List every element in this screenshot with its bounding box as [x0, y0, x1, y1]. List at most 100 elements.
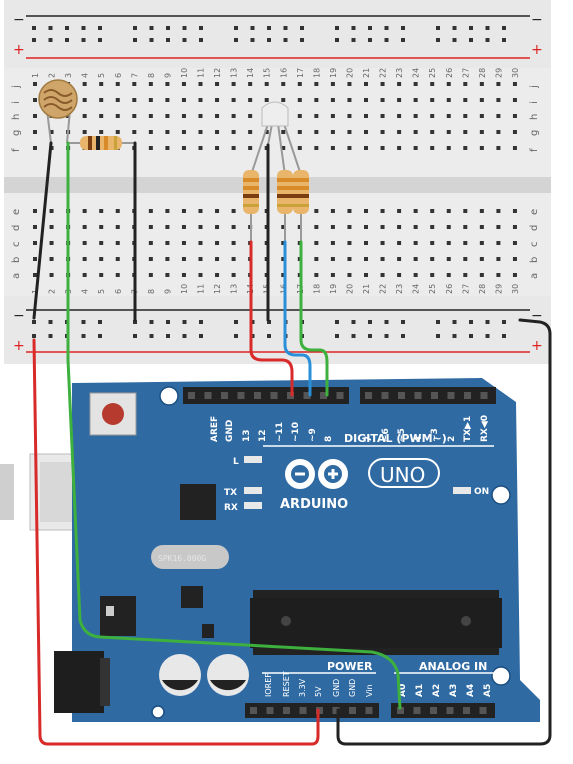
digital-pin-hole[interactable] — [270, 392, 278, 399]
digital-pin-hole[interactable] — [480, 392, 488, 399]
breadboard-hole — [198, 98, 203, 102]
breadboard-hole — [364, 146, 368, 150]
breadboard-hole — [314, 82, 319, 86]
power-pin-hole[interactable] — [299, 707, 307, 714]
rail-hole — [48, 26, 53, 30]
breadboard-hole — [33, 146, 37, 150]
analog-pin-hole[interactable] — [413, 707, 421, 714]
wire-green-pin9[interactable] — [299, 240, 329, 397]
breadboard-hole — [33, 241, 37, 245]
breadboard-hole — [446, 257, 451, 261]
column-number-bottom: 27 — [461, 284, 470, 294]
breadboard-hole — [198, 225, 203, 229]
power-pin-hole[interactable] — [266, 707, 274, 714]
breadboard-hole — [231, 98, 236, 102]
column-number-top: 7 — [130, 73, 139, 78]
resistor-red — [243, 170, 259, 242]
breadboard-hole — [446, 225, 451, 229]
analog-pin-hole[interactable] — [430, 707, 437, 714]
breadboard-hole — [99, 114, 104, 118]
rail-hole — [502, 320, 506, 324]
wire-red-pin11[interactable] — [249, 240, 294, 397]
led-on-label: ON — [474, 487, 489, 497]
breadboard-hole — [281, 82, 286, 86]
analog-pin-hole[interactable] — [446, 707, 454, 714]
wire-green-a0[interactable] — [66, 141, 402, 710]
rail-hole — [234, 38, 238, 42]
breadboard-hole — [215, 130, 220, 134]
analog-pin-hole[interactable] — [479, 707, 487, 714]
breadboard-hole — [165, 241, 170, 245]
digital-pin-hole[interactable] — [204, 392, 212, 399]
digital-pin-hole[interactable] — [221, 392, 228, 399]
rail-hole — [98, 26, 102, 30]
power-jack — [54, 651, 104, 713]
column-number-bottom: 21 — [362, 284, 371, 294]
digital-pin-hole[interactable] — [320, 392, 327, 399]
column-number-top: 8 — [147, 73, 156, 78]
row-label-left: f — [11, 148, 22, 152]
digital-pin-hole[interactable] — [447, 392, 455, 399]
digital-pin-hole[interactable] — [464, 392, 471, 399]
breadboard-hole — [215, 209, 220, 213]
digital-pin-hole[interactable] — [398, 392, 405, 399]
breadboard-hole — [330, 257, 335, 261]
power-pin-hole[interactable] — [365, 707, 373, 714]
digital-pin-hole[interactable] — [381, 392, 389, 399]
wire-black-ldr-gnd[interactable] — [32, 141, 53, 320]
digital-pin-hole[interactable] — [431, 392, 438, 399]
breadboard-hole — [198, 146, 203, 150]
breadboard-hole — [330, 209, 335, 213]
digital-pin-hole[interactable] — [237, 392, 245, 399]
digital-pin-hole[interactable] — [336, 392, 344, 399]
power-pin-hole[interactable] — [332, 707, 340, 714]
digital-pin-hole[interactable] — [303, 392, 311, 399]
digital-pin-label: ~10 — [291, 422, 301, 442]
breadboard-hole — [231, 209, 236, 213]
breadboard-hole — [380, 273, 385, 277]
breadboard-hole — [463, 82, 468, 86]
analog-pin-hole[interactable] — [397, 707, 404, 714]
breadboard-hole — [99, 257, 104, 261]
breadboard-hole — [215, 82, 220, 86]
breadboard-hole — [330, 114, 335, 118]
breadboard-hole — [231, 257, 236, 261]
wire-black-gnd-rail[interactable] — [336, 318, 552, 746]
bottom-power-rail — [4, 296, 551, 364]
breadboard-hole — [330, 82, 335, 86]
power-pin-hole[interactable] — [250, 707, 257, 714]
digital-pin-hole[interactable] — [188, 392, 195, 399]
breadboard-hole — [297, 146, 302, 150]
digital-pin-hole[interactable] — [414, 392, 422, 399]
digital-pin-hole[interactable] — [254, 392, 261, 399]
wire-red-5v[interactable] — [32, 338, 320, 746]
reset-button-cap[interactable] — [102, 403, 124, 425]
analog-pin-label: A3 — [449, 684, 459, 697]
rail-hole — [199, 320, 203, 324]
digital-header-right — [360, 387, 496, 404]
wire-blue-pin10[interactable] — [283, 240, 312, 397]
power-pin-hole[interactable] — [349, 707, 356, 714]
analog-pin-hole[interactable] — [463, 707, 470, 714]
breadboard-hole — [231, 82, 236, 86]
breadboard-hole — [496, 241, 501, 245]
rail-hole — [81, 320, 86, 324]
row-label-right: a — [529, 273, 540, 279]
breadboard-hole — [132, 98, 137, 102]
digital-pin-hole[interactable] — [365, 392, 372, 399]
power-pin-hole[interactable] — [283, 707, 290, 714]
breadboard-hole — [347, 225, 352, 229]
column-number-bottom: 26 — [445, 284, 454, 294]
digital-pin-hole[interactable] — [287, 392, 294, 399]
mount-hole-bottom-left — [151, 705, 165, 719]
analog-pin-label: A0 — [398, 684, 408, 697]
column-number-top: 11 — [197, 68, 206, 78]
breadboard-hole — [132, 130, 137, 134]
breadboard-hole — [496, 146, 501, 150]
rail-hole — [502, 26, 506, 30]
breadboard-hole — [49, 209, 54, 213]
rail-hole — [401, 320, 405, 324]
